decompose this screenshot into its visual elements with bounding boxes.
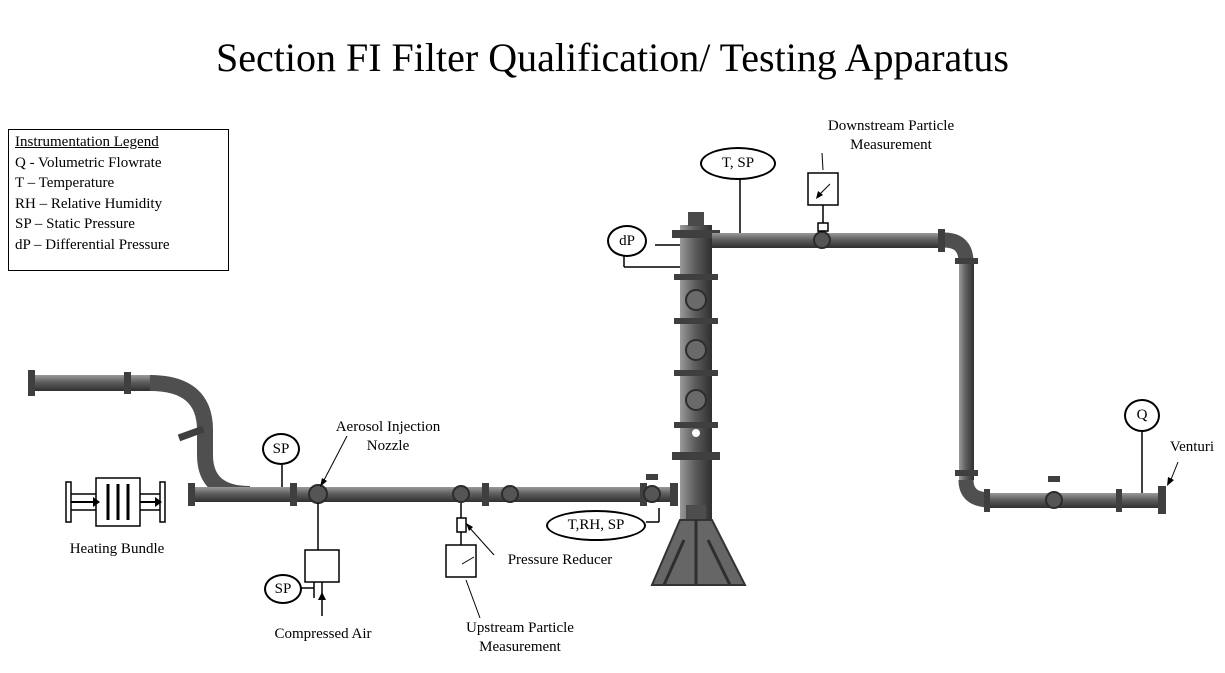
instrumentation-legend: Instrumentation Legend Q - Volumetric Fl… xyxy=(8,129,229,271)
instrument-leaders xyxy=(281,178,1179,523)
filter-housing-column xyxy=(650,212,747,586)
legend-item: SP – Static Pressure xyxy=(15,216,135,232)
aerosol-injection-label: Aerosol Injection Nozzle xyxy=(335,419,441,454)
legend-item: RH – Relative Humidity xyxy=(15,195,163,212)
instrument-q: Q xyxy=(1124,399,1160,432)
venturi-label: Venturi xyxy=(1169,439,1215,455)
legend-heading: Instrumentation Legend xyxy=(15,134,159,150)
inlet-pipe xyxy=(28,370,251,502)
upstream-measurement-unit xyxy=(445,503,495,619)
instrument-sp-upstream: SP xyxy=(262,433,300,465)
instrument-t-sp: T, SP xyxy=(700,147,776,180)
outlet-pipe xyxy=(712,229,1166,514)
instrument-dp: dP xyxy=(607,225,647,257)
instrument-sp-compressed-air: SP xyxy=(264,574,302,604)
compressed-air-label: Compressed Air xyxy=(274,626,372,642)
heating-bundle-device xyxy=(65,477,166,527)
heating-bundle-label: Heating Bundle xyxy=(69,541,165,557)
upstream-measurement-label: Upstream Particle Measurement xyxy=(466,620,574,655)
page-title: Section FI Filter Qualification/ Testing… xyxy=(215,35,1009,80)
compressed-air-unit xyxy=(300,503,340,616)
main-horizontal-pipe xyxy=(188,474,678,506)
legend-item: T – Temperature xyxy=(15,175,115,191)
downstream-measurement-label: Downstream Particle Measurement xyxy=(827,118,955,153)
legend-item: Q - Volumetric Flowrate xyxy=(15,154,162,171)
instrument-t-rh-sp: T,RH, SP xyxy=(546,510,646,541)
downstream-measurement-unit xyxy=(807,152,839,232)
legend-item: dP – Differential Pressure xyxy=(15,236,170,253)
pressure-reducer-label: Pressure Reducer xyxy=(507,552,613,568)
